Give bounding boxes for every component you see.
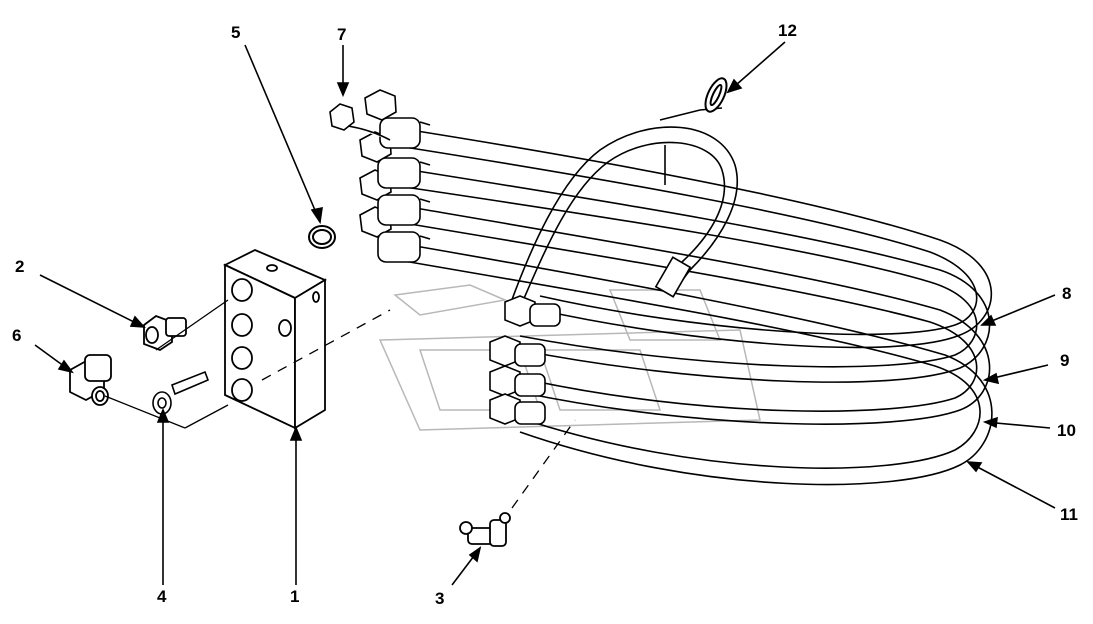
o-ring-5 [308, 225, 336, 249]
assembly-lines [261, 309, 576, 509]
callout-9: 9 [1060, 351, 1070, 370]
hose-9 [397, 167, 991, 383]
callout-7: 7 [337, 25, 347, 44]
hose-end-fittings-top [329, 89, 431, 263]
manifold-block [222, 249, 327, 430]
callout-10: 10 [1057, 421, 1076, 440]
callout-5: 5 [231, 23, 241, 42]
callout-11: 11 [1060, 505, 1078, 524]
leader-lines-solid [104, 299, 229, 429]
callout-12: 12 [778, 21, 797, 40]
bolt-4 [152, 370, 210, 415]
hose-end-fittings-bottom [489, 295, 561, 425]
hose-11 [397, 242, 993, 486]
callout-8: 8 [1062, 284, 1072, 303]
callout-6: 6 [12, 326, 22, 345]
callout-2: 2 [15, 257, 25, 276]
hose-10 [397, 204, 991, 425]
elbow-fitting-6 [69, 354, 112, 406]
watermark [378, 284, 761, 431]
hose-8 [397, 127, 993, 349]
callout-1: 1 [290, 587, 300, 606]
clamp-12 [704, 77, 728, 113]
callout-4: 4 [157, 587, 167, 606]
elbow-fitting-3 [459, 512, 511, 547]
hose-bundle [397, 127, 993, 486]
callout-arrows [34, 41, 1056, 586]
callout-3: 3 [435, 589, 445, 608]
hose-12 [509, 107, 739, 306]
